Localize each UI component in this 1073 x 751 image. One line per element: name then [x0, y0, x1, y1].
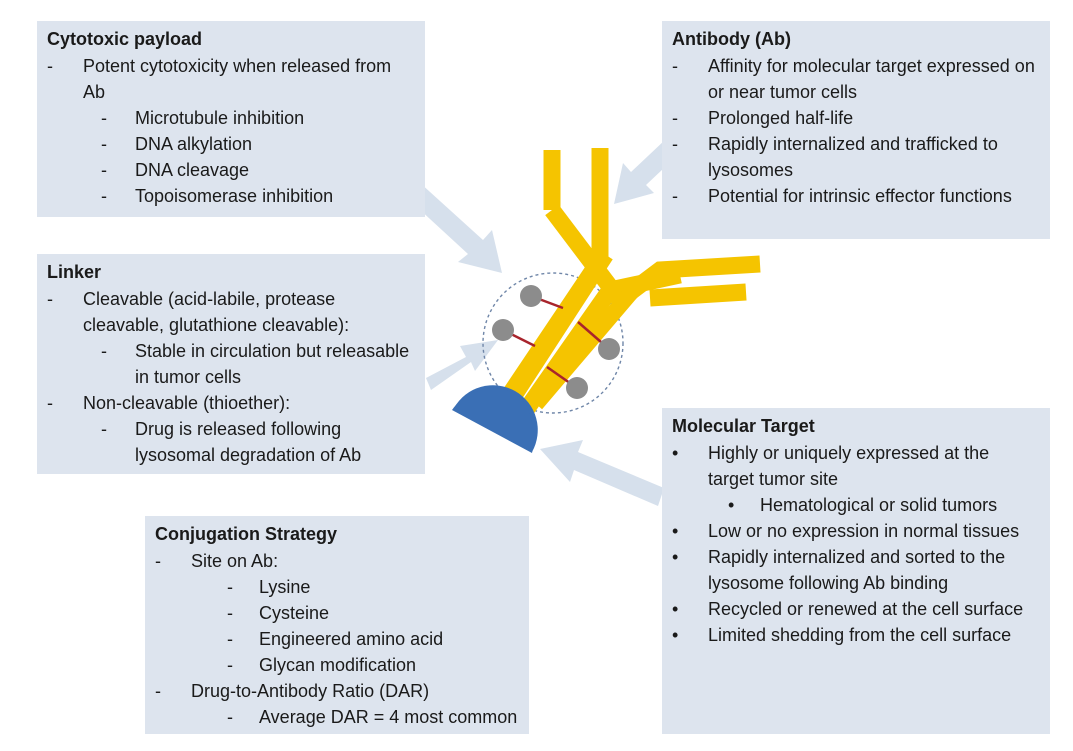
- list-item: -Prolonged half-life: [672, 108, 854, 128]
- list-item: -Engineered amino acid: [227, 629, 444, 649]
- list-item: •Limited shedding from the cell surface: [672, 625, 1012, 645]
- cytotoxic-payload-box: Cytotoxic payload -Potent cytotoxicity w…: [37, 21, 425, 217]
- list-item: -Site on Ab:: [155, 551, 279, 571]
- conjugation-strategy-box: Conjugation Strategy -Site on Ab: -Lysin…: [145, 516, 529, 734]
- list-item: -Potent cytotoxicity when released from …: [47, 56, 392, 102]
- list-item: -Microtubule inhibition: [101, 108, 305, 128]
- list-item: •Highly or uniquely expressed at the tar…: [672, 443, 990, 489]
- list-item: -DNA alkylation: [101, 134, 253, 154]
- list-item: -Stable in circulation but releasable in…: [101, 341, 410, 387]
- molecular-target-box: Molecular Target •Highly or uniquely exp…: [662, 408, 1050, 734]
- list-item: •Hematological or solid tumors: [728, 495, 998, 515]
- list-item: -Non-cleavable (thioether):: [47, 393, 291, 413]
- drug-sphere: [566, 377, 588, 399]
- list-item: -Cysteine: [227, 603, 330, 623]
- list-item: -Rapidly internalized and trafficked to …: [672, 134, 998, 180]
- box-title: Cytotoxic payload: [47, 29, 203, 49]
- list-item: -Affinity for molecular target expressed…: [672, 56, 1035, 102]
- list-item: •Low or no expression in normal tissues: [672, 521, 1020, 541]
- list-item: •Rapidly internalized and sorted to the …: [672, 547, 1006, 593]
- box-title: Molecular Target: [672, 416, 815, 436]
- antibody-box: Antibody (Ab) -Affinity for molecular ta…: [662, 21, 1050, 239]
- linker-bonds: [502, 294, 610, 390]
- box-title: Conjugation Strategy: [155, 524, 338, 544]
- conjugation-site-circle: [482, 272, 624, 414]
- list-item: -Topoisomerase inhibition: [101, 186, 334, 206]
- list-item: -Lysine: [227, 577, 311, 597]
- arrow-linker: [426, 340, 498, 390]
- box-title: Linker: [47, 262, 102, 282]
- molecular-target-shape-fill: [452, 388, 534, 453]
- linker-box: Linker -Cleavable (acid-labile, protease…: [37, 254, 425, 474]
- list-item: -DNA cleavage: [101, 160, 250, 180]
- list-item: -Average DAR = 4 most common: [227, 707, 518, 727]
- drug-sphere: [598, 338, 620, 360]
- drug-sphere: [492, 319, 514, 341]
- list-item: -Cleavable (acid-labile, protease cleava…: [47, 289, 350, 335]
- molecular-target-shape: [454, 385, 538, 452]
- drug-payloads: [492, 285, 620, 399]
- list-item: -Potential for intrinsic effector functi…: [672, 186, 1012, 206]
- antibody-fc: [506, 250, 647, 410]
- arrow-target: [540, 440, 664, 506]
- list-item: -Drug is released following lysosomal de…: [101, 419, 362, 465]
- box-title: Antibody (Ab): [672, 29, 791, 49]
- list-item: -Drug-to-Antibody Ratio (DAR): [155, 681, 430, 701]
- list-item: -Glycan modification: [227, 655, 417, 675]
- drug-sphere: [520, 285, 542, 307]
- list-item: •Recycled or renewed at the cell surface: [672, 599, 1024, 619]
